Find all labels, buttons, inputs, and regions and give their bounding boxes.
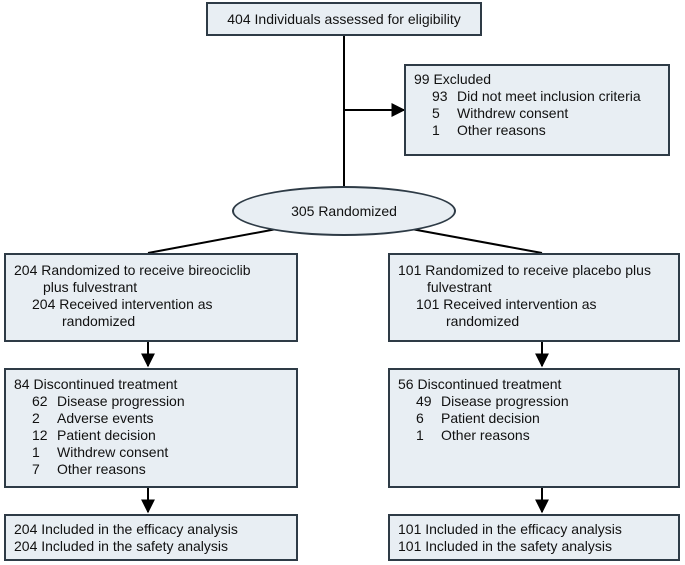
randomized-label: Randomized [318, 203, 397, 219]
discontinued-reason-count: 1 [32, 444, 40, 460]
right-allocation-box: 101 Randomized to receive placebo plus f… [388, 253, 680, 342]
randomized-count: 305 [291, 203, 315, 219]
allocation-label-cont: plus fulvestrant [43, 279, 138, 295]
excluded-box: 99 Excluded 93 Did not meet inclusion cri… [404, 64, 670, 156]
analysis-count: 101 [398, 538, 422, 554]
left-allocation-box: 204 Randomized to receive bireociclib pl… [4, 253, 298, 342]
right-discontinued-box: 56 Discontinued treatment 49 Disease prog… [388, 368, 680, 488]
assessed-label: Individuals assessed for eligibility [254, 10, 461, 27]
assessed-count: 404 [227, 10, 251, 27]
discontinued-reason-label: Other reasons [441, 427, 530, 443]
left-discontinued-box: 84 Discontinued treatment 62 Disease prog… [4, 368, 298, 488]
allocation-label: Randomized to receive bireociclib [41, 262, 251, 278]
received-label-cont: randomized [62, 313, 136, 329]
assessed-box: 404 Individuals assessed for eligibility [206, 2, 482, 36]
discontinued-reason-count: 12 [32, 427, 48, 443]
discontinued-label: Discontinued treatment [417, 376, 562, 392]
received-label-cont: randomized [446, 313, 520, 329]
analysis-count: 204 [14, 538, 38, 554]
excluded-reason-count: 1 [432, 122, 440, 138]
excluded-reason-count: 93 [432, 88, 448, 104]
excluded-reason-count: 5 [432, 105, 440, 121]
analysis-label: Included in the safety analysis [425, 538, 613, 554]
discontinued-reason-label: Other reasons [57, 461, 146, 477]
discontinued-reason-count: 7 [32, 461, 40, 477]
discontinued-reason-label: Withdrew consent [57, 444, 169, 460]
randomized-ellipse: 305 Randomized [232, 186, 456, 236]
received-count: 204 [32, 296, 56, 312]
discontinued-reason-label: Disease progression [441, 393, 569, 409]
allocation-count: 101 [398, 262, 422, 278]
left-analysis-box: 204 Included in the efficacy analysis 20… [4, 514, 298, 561]
analysis-count: 101 [398, 521, 422, 537]
excluded-label: Excluded [433, 71, 492, 87]
analysis-label: Included in the efficacy analysis [41, 521, 238, 537]
allocation-count: 204 [14, 262, 38, 278]
allocation-label: Randomized to receive placebo plus [425, 262, 651, 278]
discontinued-reason-count: 2 [32, 410, 40, 426]
discontinued-reason-label: Patient decision [57, 427, 156, 443]
discontinued-reason-label: Disease progression [57, 393, 185, 409]
discontinued-reason-label: Adverse events [57, 410, 154, 426]
discontinued-count: 56 [398, 376, 414, 392]
analysis-label: Included in the efficacy analysis [425, 521, 622, 537]
excluded-reason-label: Withdrew consent [457, 105, 569, 121]
received-count: 101 [416, 296, 440, 312]
connector-randomized-right [405, 227, 543, 254]
discontinued-reason-count: 1 [416, 427, 424, 443]
discontinued-reason-label: Patient decision [441, 410, 540, 426]
discontinued-label: Discontinued treatment [33, 376, 178, 392]
discontinued-reason-count: 62 [32, 393, 48, 409]
connector-randomized-left [147, 227, 283, 254]
discontinued-reason-count: 6 [416, 410, 424, 426]
allocation-label-cont: fulvestrant [427, 279, 492, 295]
analysis-count: 204 [14, 521, 38, 537]
analysis-label: Included in the safety analysis [41, 538, 229, 554]
discontinued-reason-count: 49 [416, 393, 432, 409]
excluded-reason-label: Did not meet inclusion criteria [457, 88, 641, 104]
excluded-count: 99 [414, 71, 430, 87]
received-label: Received intervention as [59, 296, 213, 312]
excluded-reason-label: Other reasons [457, 122, 546, 138]
right-analysis-box: 101 Included in the efficacy analysis 10… [388, 514, 680, 561]
discontinued-count: 84 [14, 376, 30, 392]
received-label: Received intervention as [443, 296, 597, 312]
